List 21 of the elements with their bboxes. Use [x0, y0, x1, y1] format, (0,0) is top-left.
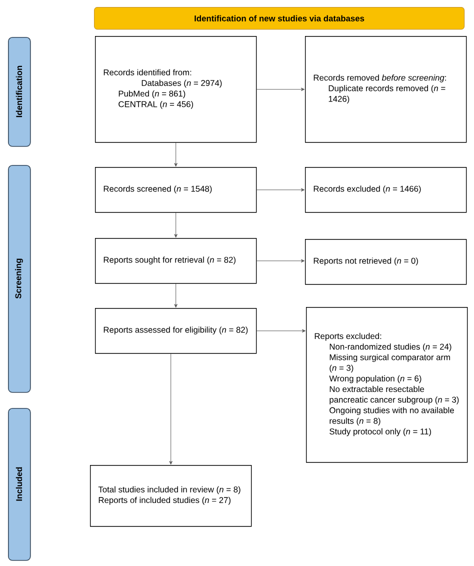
phase-label: Included [8, 408, 31, 561]
arrow [256, 329, 306, 333]
process-box: Reports assessed for eligibility (n = 82) [95, 308, 257, 354]
process-box: Records identified from: Databases (n = 2974) PubMed (n = 861) CENTRAL (n = 456) [95, 36, 257, 143]
arrow [174, 212, 178, 238]
arrow [174, 283, 178, 308]
phase-label: Identification [8, 37, 31, 147]
process-box: Records excluded (n = 1466) [305, 167, 467, 213]
process-box: Reports excluded: Non-randomized studies (n = 24) Missing surgical comparator arm (n = 3) Wrong population (n = 6) No extractable resectable pancreatic cancer subgroup (n = 3) Ongoing studies with no available results (n = 8) Study protocol only (n = 11) [306, 307, 468, 463]
process-box: Records removed before screening: Duplicate records removed (n = 1426) [305, 36, 467, 143]
header-band: Identification of new studies via databases [94, 7, 465, 30]
process-box: Reports sought for retrieval (n = 82) [95, 238, 257, 284]
arrow [174, 142, 178, 167]
arrow [256, 259, 305, 263]
process-box: Total studies included in review (n = 8) Reports of included studies (n = 27) [90, 465, 252, 527]
arrow [256, 188, 305, 192]
process-box: Reports not retrieved (n = 0) [305, 239, 467, 285]
process-box: Records screened (n = 1548) [95, 167, 257, 213]
phase-label: Screening [8, 165, 31, 393]
arrow [256, 88, 305, 92]
arrow [169, 353, 172, 465]
